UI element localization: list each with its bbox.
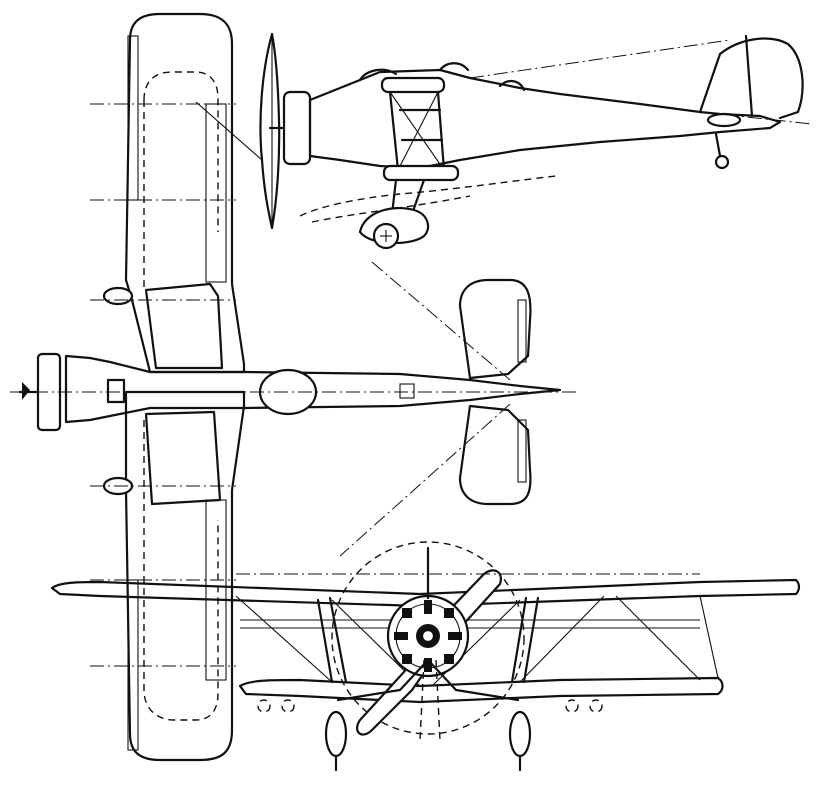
front-lower-wing (238, 676, 724, 704)
top-view (10, 12, 580, 762)
front-view (50, 541, 801, 772)
side-propeller (259, 32, 281, 230)
side-landing-gear (299, 175, 557, 250)
top-lower-wing (143, 71, 219, 290)
side-lower-wing (382, 164, 460, 182)
side-view (195, 32, 813, 250)
front-landing-gear (336, 658, 520, 702)
side-cowling (282, 90, 312, 166)
front-upper-wing (50, 578, 801, 608)
side-vertical-tail (698, 37, 804, 120)
top-horizontal-tail (458, 278, 532, 380)
side-tail-wheel (714, 132, 722, 158)
side-upper-wing (380, 76, 446, 94)
side-cockpit (358, 68, 398, 82)
front-propeller-arc (331, 541, 525, 735)
top-upper-wing (124, 12, 246, 374)
front-cylinders (394, 600, 462, 672)
side-struts (388, 90, 446, 172)
